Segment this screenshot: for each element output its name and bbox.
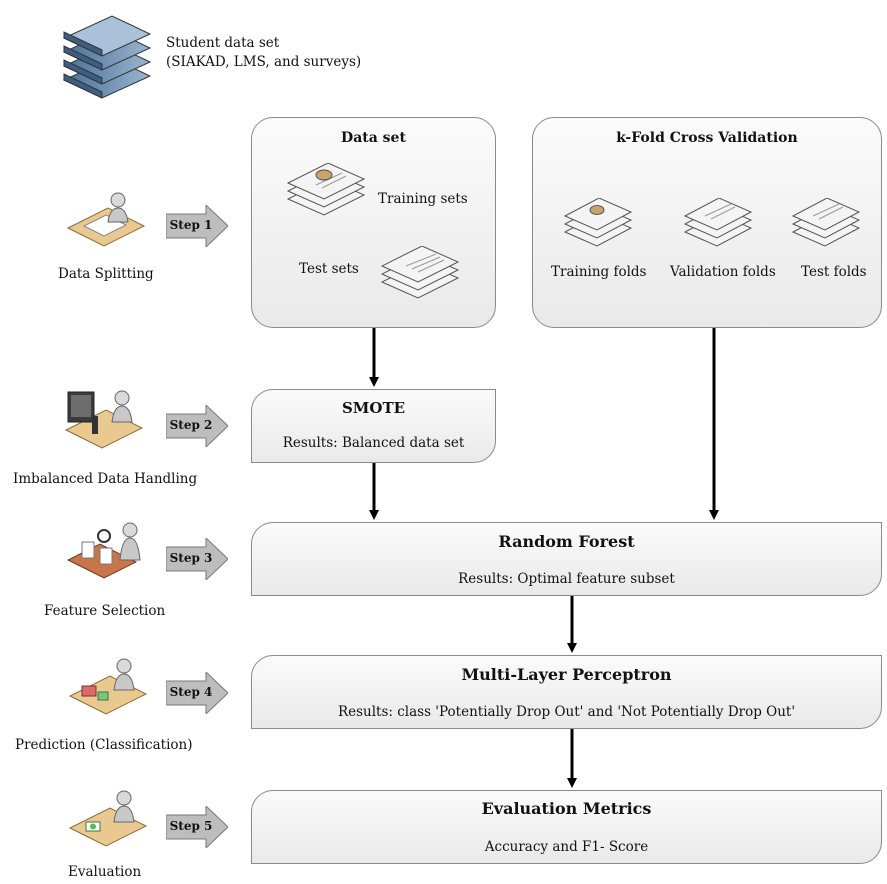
evaluation-result: Accuracy and F1- Score (484, 839, 649, 855)
step-2-arrow: Step 2 (166, 405, 228, 447)
step-4-label: Step 4 (169, 685, 213, 699)
reviewer-desk-icon (66, 788, 150, 848)
training-folds-label: Training folds (551, 264, 647, 280)
data-set-panel: Data set Training sets Test sets (251, 117, 496, 328)
mlp-result: Results: class 'Potentially Drop Out' an… (337, 704, 796, 720)
worker-desk-icon (66, 656, 150, 716)
validation-folds-label: Validation folds (670, 264, 776, 280)
test-sets-icon (380, 245, 460, 302)
step-5-arrow: Step 5 (166, 806, 228, 848)
evaluation-panel: Evaluation Metrics Accuracy and F1- Scor… (251, 790, 882, 864)
training-sets-label: Training sets (378, 191, 468, 207)
random-forest-result: Results: Optimal feature subset (458, 571, 675, 587)
test-folds-icon (791, 197, 861, 250)
validation-folds-icon (683, 197, 753, 250)
dataset-subtitle: (SIAKAD, LMS, and surveys) (166, 54, 362, 70)
smote-title: SMOTE (341, 399, 406, 417)
stage-3-label: Feature Selection (44, 603, 166, 619)
step-1-label: Step 1 (169, 218, 213, 232)
stage-1-label: Data Splitting (58, 266, 154, 282)
analyst-desk-icon (64, 188, 148, 252)
stage-5-label: Evaluation (68, 864, 142, 880)
dataset-title: Student data set (166, 35, 280, 51)
stage-2-label: Imbalanced Data Handling (13, 471, 198, 487)
mlp-panel: Multi-Layer Perceptron Results: class 'P… (251, 655, 882, 729)
random-forest-title: Random Forest (498, 532, 635, 551)
training-folds-icon (563, 197, 633, 250)
stage-4-label: Prediction (Classification) (15, 737, 193, 753)
kfold-panel: k-Fold Cross Validation (532, 117, 882, 328)
database-stack-icon (62, 14, 152, 104)
lab-microscope-icon (62, 386, 146, 450)
step-3-label: Step 3 (169, 551, 213, 565)
step-2-label: Step 2 (169, 418, 213, 432)
mlp-title: Multi-Layer Perceptron (461, 665, 672, 684)
smote-panel: SMOTE Results: Balanced data set (251, 389, 496, 463)
data-set-title: Data set (341, 130, 406, 146)
inspector-conveyor-icon (64, 518, 148, 582)
test-folds-label: Test folds (801, 264, 867, 280)
step-4-arrow: Step 4 (166, 672, 228, 714)
training-sets-icon (286, 162, 366, 219)
kfold-title: k-Fold Cross Validation (616, 130, 798, 146)
test-sets-label: Test sets (299, 261, 359, 277)
evaluation-title: Evaluation Metrics (481, 799, 652, 818)
step-5-label: Step 5 (169, 819, 213, 833)
step-3-arrow: Step 3 (166, 538, 228, 580)
random-forest-panel: Random Forest Results: Optimal feature s… (251, 522, 882, 596)
smote-result: Results: Balanced data set (282, 435, 465, 451)
step-1-arrow: Step 1 (166, 205, 228, 247)
